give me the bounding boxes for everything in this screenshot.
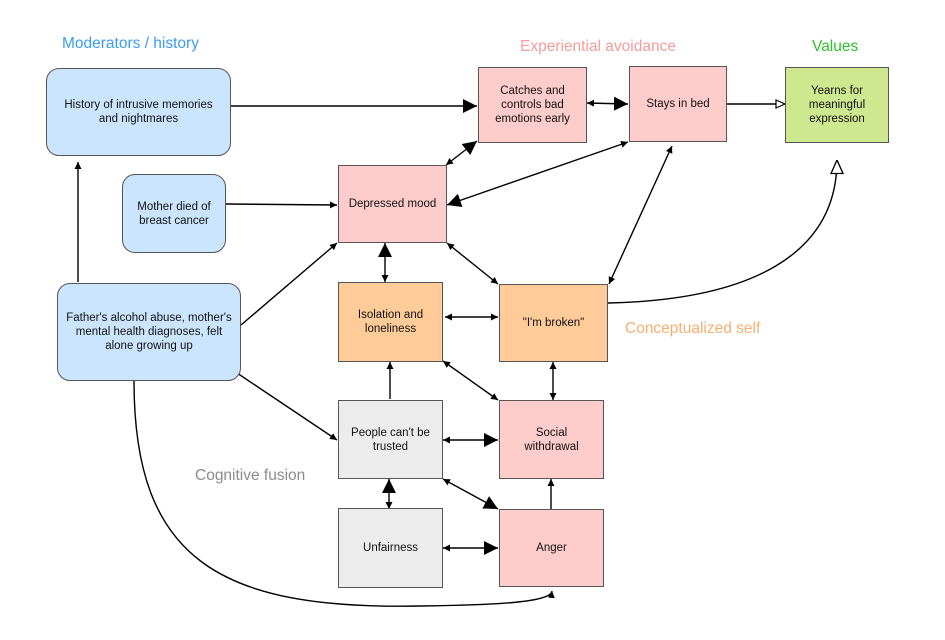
node-people-label: People can't be trusted (351, 426, 430, 453)
node-broken-label: "I'm broken" (522, 317, 585, 329)
node-mother[interactable]: Mother died of breast cancer (122, 174, 226, 253)
node-history[interactable]: History of intrusive memories and nightm… (46, 68, 231, 156)
edge-father-depressed (240, 242, 338, 326)
node-depressed[interactable]: Depressed mood (338, 165, 447, 243)
node-anger-label: Anger (536, 542, 567, 554)
edge-people-anger (442, 478, 499, 510)
group-label-values: Values (812, 38, 859, 55)
edge-depressed-broken (446, 242, 499, 285)
node-depressed-label: Depressed mood (348, 198, 437, 210)
edge-depressed-bed (446, 140, 629, 208)
node-anger[interactable]: Anger (499, 509, 604, 587)
node-history-label: History of intrusive memories and nightm… (64, 99, 213, 125)
group-label-fusion: Cognitive fusion (195, 467, 306, 484)
edge-depressed-catches (445, 140, 478, 166)
node-bed[interactable]: Stays in bed (629, 66, 727, 142)
node-isolation[interactable]: Isolation and loneliness (338, 282, 443, 362)
node-catches-label: Catches and controls bad emotions early (495, 85, 570, 125)
edge-broken-yearns (607, 160, 837, 304)
node-bed-label: Stays in bed (646, 98, 710, 110)
group-label-avoidance: Experiential avoidance (520, 38, 676, 55)
node-social[interactable]: Social withdrawal (499, 400, 604, 479)
node-mother-label: Mother died of breast cancer (137, 200, 211, 227)
edge-mother-depressed (225, 201, 338, 209)
node-broken[interactable]: "I'm broken" (499, 284, 608, 362)
node-yearns[interactable]: Yearns for meaningful expression (785, 67, 889, 143)
node-father-label: Father's alcohol abuse, mother's mental … (66, 312, 232, 352)
node-unfairness-label: Unfairness (363, 542, 418, 554)
group-label-moderators: Moderators / history (62, 35, 199, 52)
node-catches[interactable]: Catches and controls bad emotions early (478, 67, 587, 143)
node-social-label: Social withdrawal (524, 426, 579, 453)
edge-isolation-social (442, 360, 499, 401)
node-isolation-label: Isolation and loneliness (357, 309, 424, 335)
node-father[interactable]: Father's alcohol abuse, mother's mental … (57, 283, 241, 381)
edge-father-people (236, 372, 338, 441)
node-unfairness[interactable]: Unfairness (338, 508, 443, 588)
edge-catches-bed (586, 96, 629, 111)
group-label-self: Conceptualized self (625, 320, 761, 337)
edge-father-anger (133, 380, 555, 607)
node-people[interactable]: People can't be trusted (338, 400, 443, 479)
node-yearns-label: Yearns for meaningful expression (808, 85, 866, 125)
edge-broken-bed (608, 145, 673, 285)
